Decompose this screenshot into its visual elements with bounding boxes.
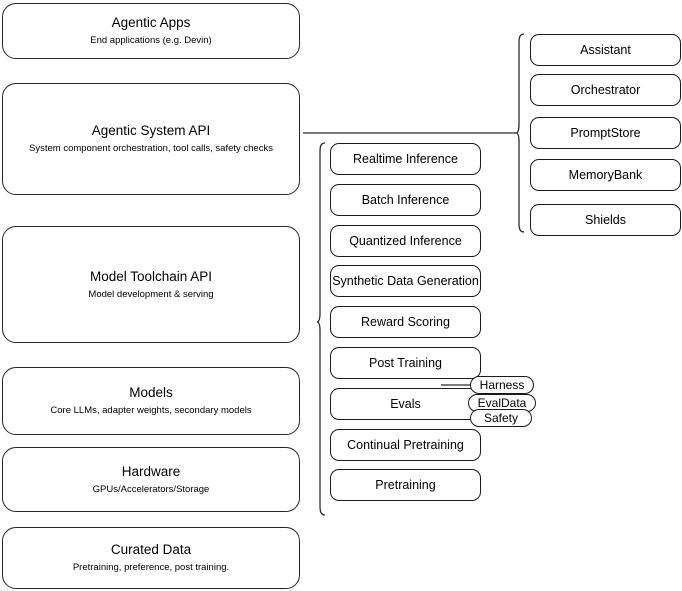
stack-layer-subtitle: GPUs/Accelerators/Storage xyxy=(92,483,210,495)
stack-layer-title: Models xyxy=(129,385,173,400)
system-component-label: Shields xyxy=(585,212,626,227)
evals-detail-label: Harness xyxy=(479,378,525,392)
toolchain-capability-evals[interactable]: Evals xyxy=(330,388,481,420)
evals-detail-safety[interactable]: Safety xyxy=(470,409,532,427)
toolchain-capability-batch-inference[interactable]: Batch Inference xyxy=(330,184,481,216)
capability-label: Pretraining xyxy=(375,477,436,492)
evals-detail-label: EvalData xyxy=(477,396,527,410)
system-component-shields[interactable]: Shields xyxy=(530,204,681,236)
toolchain-capability-reward-scoring[interactable]: Reward Scoring xyxy=(330,306,481,338)
system-component-orchestrator[interactable]: Orchestrator xyxy=(530,74,681,106)
stack-layer-model-toolchain-api[interactable]: Model Toolchain API Model development & … xyxy=(2,226,300,343)
evals-detail-evaldata[interactable]: EvalData xyxy=(468,394,536,412)
stack-layer-title: Agentic System API xyxy=(91,123,211,138)
toolchain-capabilities-brace xyxy=(316,142,326,516)
capability-label: Reward Scoring xyxy=(361,314,450,329)
stack-layer-subtitle: System component orchestration, tool cal… xyxy=(29,143,273,154)
system-component-label: MemoryBank xyxy=(568,167,643,182)
toolchain-capability-pretraining[interactable]: Pretraining xyxy=(330,469,481,501)
stack-layer-title: Agentic Apps xyxy=(111,15,191,30)
system-component-label: Orchestrator xyxy=(570,82,641,97)
toolchain-capability-continual-pretraining[interactable]: Continual Pretraining xyxy=(330,429,481,461)
toolchain-capability-quantized-inference[interactable]: Quantized Inference xyxy=(330,225,481,257)
toolchain-capability-realtime-inference[interactable]: Realtime Inference xyxy=(330,143,481,175)
toolchain-capability-post-training[interactable]: Post Training xyxy=(330,347,481,379)
stack-layer-subtitle: Pretraining, preference, post training. xyxy=(72,562,230,573)
system-components-brace xyxy=(515,33,525,233)
capability-label: Continual Pretraining xyxy=(347,437,464,452)
stack-layer-curated-data[interactable]: Curated Data Pretraining, preference, po… xyxy=(2,527,300,589)
evals-detail-harness[interactable]: Harness xyxy=(470,376,534,394)
system-component-promptstore[interactable]: PromptStore xyxy=(530,117,681,149)
system-component-label: Assistant xyxy=(580,42,631,57)
stack-layer-hardware[interactable]: Hardware GPUs/Accelerators/Storage xyxy=(2,447,300,512)
stack-layer-subtitle: Model development & serving xyxy=(88,288,214,300)
toolchain-capability-synthetic-data-generation[interactable]: Synthetic Data Generation xyxy=(330,265,481,297)
stack-layer-title: Hardware xyxy=(121,463,181,479)
stack-layer-title: Model Toolchain API xyxy=(89,268,213,284)
stack-layer-agentic-system-api[interactable]: Agentic System API System component orch… xyxy=(2,83,300,195)
system-component-label: PromptStore xyxy=(570,125,641,140)
capability-label: Post Training xyxy=(369,355,442,370)
capability-label: Realtime Inference xyxy=(353,151,458,166)
stack-layer-models[interactable]: Models Core LLMs, adapter weights, secon… xyxy=(2,367,300,435)
stack-layer-subtitle: Core LLMs, adapter weights, secondary mo… xyxy=(50,405,252,416)
capability-label: Evals xyxy=(390,396,421,411)
system-component-memorybank[interactable]: MemoryBank xyxy=(530,159,681,191)
stack-layer-subtitle: End applications (e.g. Devin) xyxy=(90,35,212,46)
stack-layer-agentic-apps[interactable]: Agentic Apps End applications (e.g. Devi… xyxy=(2,3,300,59)
evals-detail-label: Safety xyxy=(483,411,519,425)
system-component-assistant[interactable]: Assistant xyxy=(530,34,681,66)
capability-label: Batch Inference xyxy=(361,192,450,207)
capability-label: Synthetic Data Generation xyxy=(332,273,479,288)
capability-label: Quantized Inference xyxy=(349,233,462,248)
stack-layer-title: Curated Data xyxy=(110,542,192,557)
